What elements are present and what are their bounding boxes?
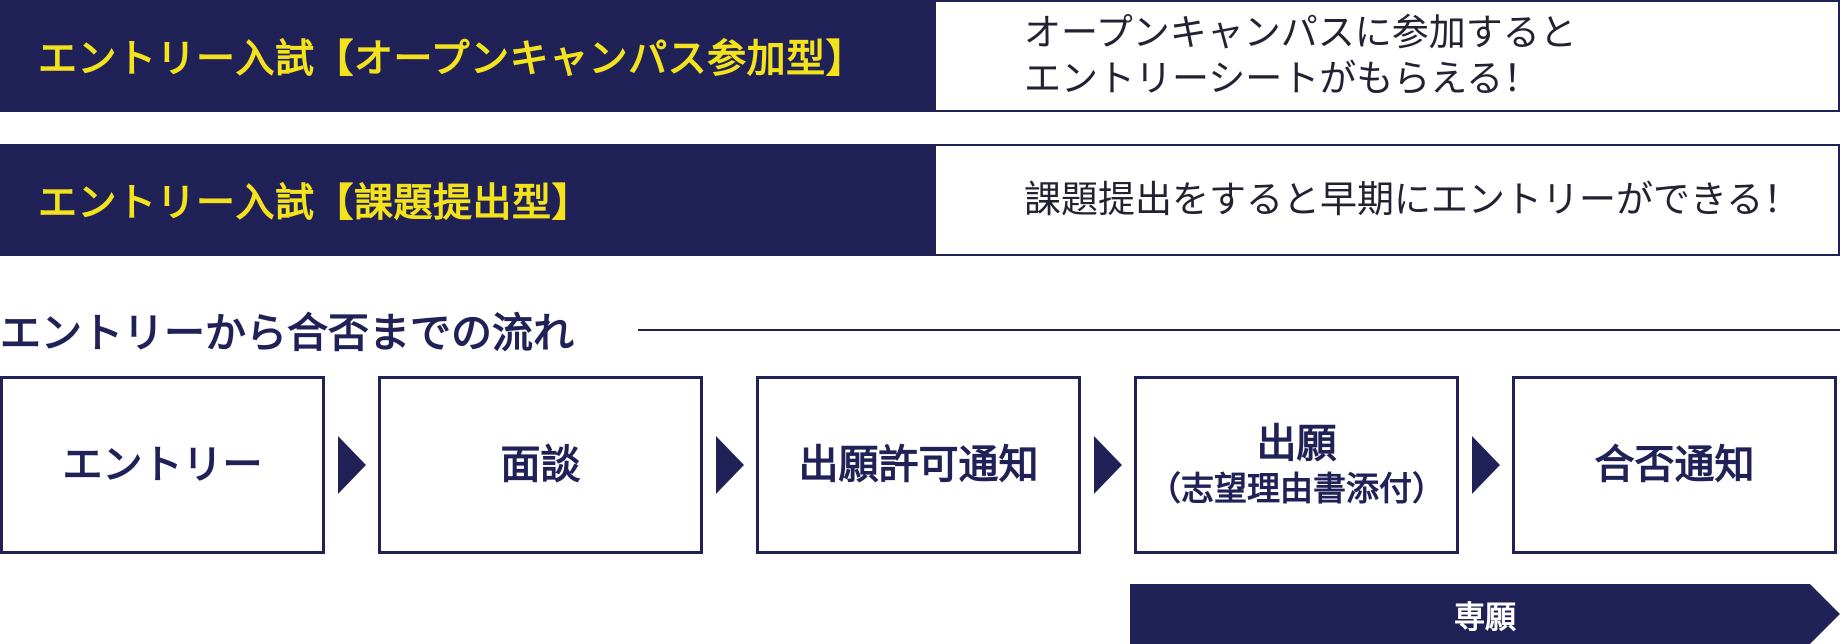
entry-type-open-campus: エントリー入試【オープンキャンパス参加型】 オープンキャンパスに参加すると エン… bbox=[0, 0, 1840, 112]
entry-type-title: エントリー入試【課題提出型】 bbox=[38, 181, 592, 226]
entry-type-description-panel bbox=[936, 144, 1840, 256]
entry-type-title-panel bbox=[0, 144, 975, 256]
flow-step-sublabel: （志望理由書添付） bbox=[1148, 469, 1445, 508]
flow-step-entry: エントリー bbox=[0, 376, 325, 554]
flow-heading-rule bbox=[638, 329, 1840, 331]
entry-type-description-panel bbox=[936, 0, 1840, 112]
entry-type-description: オープンキャンパスに参加すると エントリーシートがもらえる！ bbox=[1024, 0, 1577, 112]
flow-step-label: 出願許可通知 bbox=[798, 442, 1039, 488]
flow-step-label: 出願 bbox=[1256, 421, 1337, 467]
exclusive-application-tag: 専願 bbox=[1130, 584, 1840, 644]
flow-step-label: 面談 bbox=[500, 442, 581, 488]
flow-step-result-notice: 合否通知 bbox=[1512, 376, 1837, 554]
flow-step-application: 出願 （志望理由書添付） bbox=[1134, 376, 1459, 554]
flow-step-label: 合否通知 bbox=[1594, 442, 1755, 488]
entry-type-description: 課題提出をすると早期にエントリーができる！ bbox=[1024, 144, 1800, 256]
flow-step-interview: 面談 bbox=[378, 376, 703, 554]
exclusive-application-tag-label: 専願 bbox=[1454, 599, 1516, 636]
flow-heading: エントリーから合否までの流れ bbox=[0, 309, 574, 357]
entry-type-title: エントリー入試【オープンキャンパス参加型】 bbox=[38, 37, 866, 82]
entry-type-title-panel bbox=[0, 0, 975, 112]
entry-type-assignment: エントリー入試【課題提出型】 課題提出をすると早期にエントリーができる！ bbox=[0, 144, 1840, 256]
entry-type-description-line: エントリーシートがもらえる！ bbox=[1024, 57, 1541, 100]
triangle-right-icon bbox=[1472, 436, 1500, 494]
flow-step-label: エントリー bbox=[62, 442, 263, 488]
entry-type-description-line: オープンキャンパスに参加すると bbox=[1024, 11, 1577, 54]
triangle-right-icon bbox=[716, 436, 744, 494]
flow-step-application-permission: 出願許可通知 bbox=[756, 376, 1081, 554]
entry-type-description-line: 課題提出をすると早期にエントリーができる！ bbox=[1024, 178, 1801, 221]
triangle-right-icon bbox=[1094, 436, 1122, 494]
triangle-right-icon bbox=[338, 436, 366, 494]
